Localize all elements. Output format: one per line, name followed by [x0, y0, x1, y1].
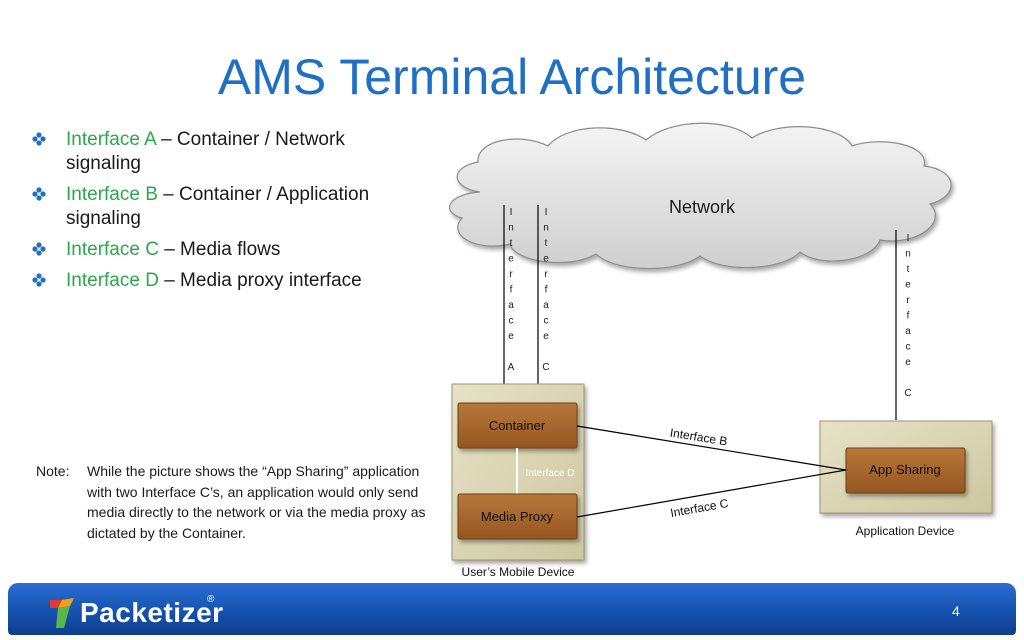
bullet-term: Interface B	[66, 184, 158, 205]
packetizer-logo-icon	[50, 598, 74, 628]
registered-mark: ®	[207, 594, 215, 605]
bullet-item: Interface B – Container / Application si…	[32, 183, 402, 231]
bullet-term: Interface C	[66, 239, 159, 260]
note-block: Note: While the picture shows the “App S…	[36, 461, 436, 543]
bullet-term: Interface A	[66, 129, 156, 150]
application-device-label: Application Device	[856, 524, 955, 538]
page-number: 4	[952, 603, 960, 619]
footer-bar	[8, 583, 1016, 635]
interface-c-connector	[576, 469, 847, 518]
diamond-bullet-icon	[32, 242, 46, 256]
diamond-bullet-icon	[32, 187, 46, 201]
bullet-term: Interface D	[66, 270, 159, 291]
bullet-list: Interface A – Container / Network signal…	[32, 128, 402, 300]
media-proxy-label: Media Proxy	[481, 509, 554, 524]
note-text: While the picture shows the “App Sharing…	[87, 463, 426, 541]
diamond-bullet-icon	[32, 132, 46, 146]
interface-d-label: Interface D	[526, 468, 575, 479]
container-label: Container	[489, 418, 546, 433]
footer-brand: Packetizer	[80, 597, 224, 628]
bullet-item: Interface C – Media flows	[32, 238, 402, 262]
bullet-text: – Media proxy interface	[158, 270, 362, 291]
mobile-device-label: User’s Mobile Device	[462, 565, 575, 579]
bullet-text: – Container / Application signaling	[66, 184, 370, 229]
interface-b-connector	[576, 425, 847, 471]
network-label: Network	[669, 197, 736, 217]
network-cloud	[449, 122, 952, 270]
app-sharing-label: App Sharing	[869, 462, 941, 477]
note-label: Note:	[36, 463, 70, 479]
bullet-text: – Media flows	[158, 239, 281, 260]
bullet-text: – Container / Network signaling	[66, 129, 345, 174]
interface-b-label: Interface B	[669, 426, 729, 449]
bullet-item: Interface A – Container / Network signal…	[32, 128, 402, 176]
slide-title: AMS Terminal Architecture	[217, 49, 807, 105]
diamond-bullet-icon	[32, 273, 46, 287]
bullet-item: Interface D – Media proxy interface	[32, 269, 402, 293]
